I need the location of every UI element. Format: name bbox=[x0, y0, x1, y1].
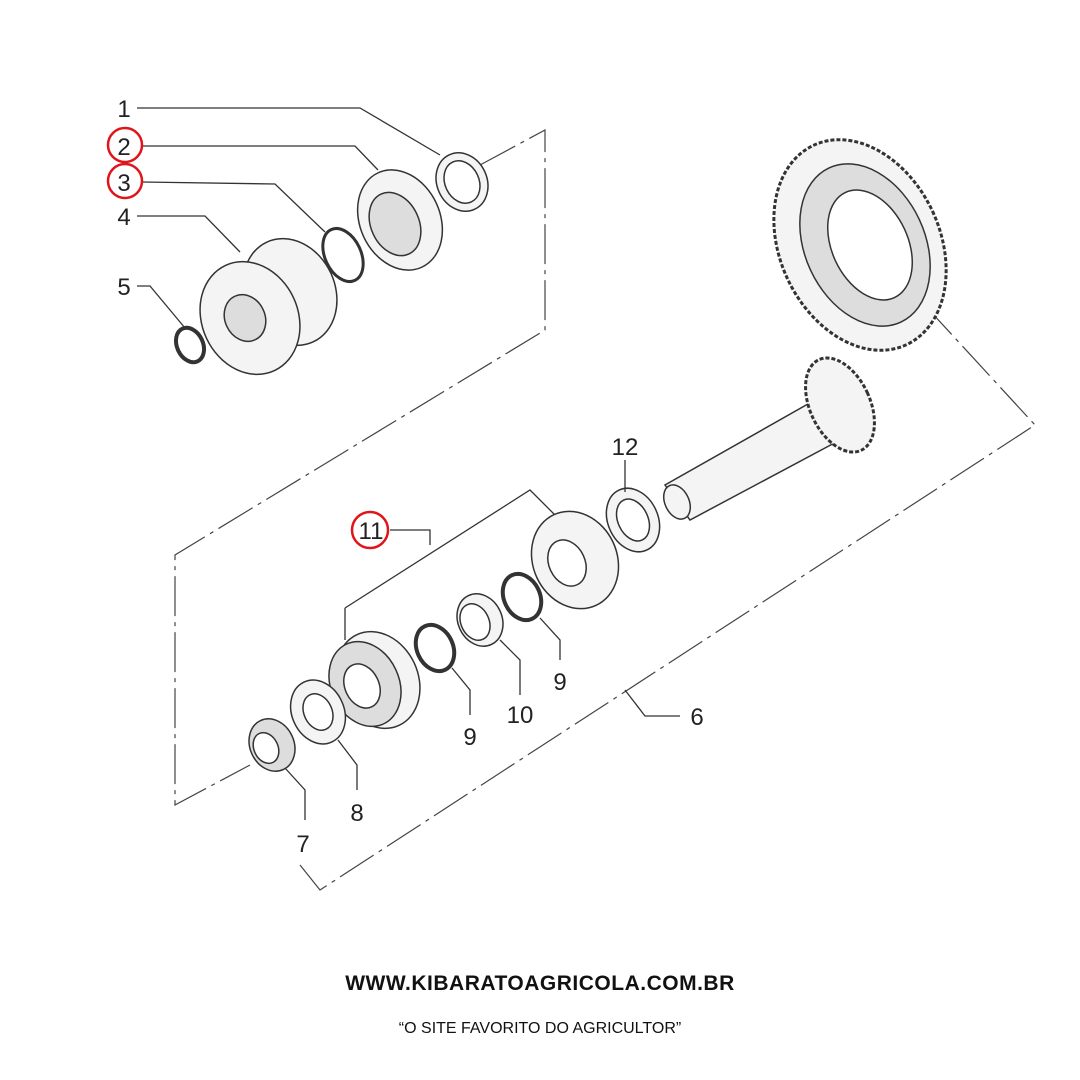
group-frame-lower bbox=[299, 299, 1036, 891]
group-frame-upper bbox=[174, 128, 546, 806]
label-1: 1 bbox=[117, 96, 130, 123]
leader-2 bbox=[142, 145, 379, 171]
leader-9-lower bbox=[451, 667, 471, 715]
highlight-circle-11 bbox=[350, 510, 390, 550]
slogan: “O SITE FAVORITO DO AGRICULTOR” bbox=[398, 1020, 682, 1037]
part-10-spacer bbox=[456, 593, 504, 647]
part-9-ring-upper bbox=[500, 571, 544, 623]
label-9-lower: 9 bbox=[463, 724, 476, 751]
leader-9-upper bbox=[539, 617, 561, 660]
part-6-pinion-shaft bbox=[662, 356, 876, 521]
exploded-parts-diagram: 1 2 3 4 5 6 7 8 9 9 10 11 12 bbox=[106, 96, 1036, 891]
highlight-circle-3 bbox=[106, 162, 144, 200]
leader-3 bbox=[141, 181, 326, 233]
leader-1 bbox=[137, 107, 441, 156]
label-2: 2 bbox=[117, 134, 130, 161]
bracket-11 bbox=[344, 489, 556, 609]
part-11-bearing-lower bbox=[328, 630, 421, 730]
part-2-seal bbox=[356, 169, 444, 271]
part-12-washer bbox=[605, 487, 661, 553]
leader-11 bbox=[390, 529, 431, 545]
website-url: WWW.KIBARATOAGRICOLA.COM.BR bbox=[345, 972, 735, 995]
label-4: 4 bbox=[117, 204, 130, 231]
highlight-circle-2 bbox=[106, 126, 144, 164]
part-3-o-ring bbox=[321, 227, 365, 283]
part-8-lock-washer bbox=[289, 679, 347, 745]
leader-6 bbox=[624, 689, 680, 717]
label-12: 12 bbox=[612, 434, 639, 461]
part-9-ring-lower bbox=[413, 622, 457, 674]
label-5: 5 bbox=[117, 274, 130, 301]
label-6: 6 bbox=[690, 704, 703, 731]
leader-4 bbox=[137, 215, 241, 253]
label-8: 8 bbox=[350, 800, 363, 827]
part-4-housing bbox=[199, 237, 338, 376]
part-1-washer bbox=[435, 152, 489, 212]
label-7: 7 bbox=[296, 831, 309, 858]
label-11: 11 bbox=[359, 518, 384, 545]
leader-8 bbox=[337, 739, 358, 790]
label-9-upper: 9 bbox=[553, 669, 566, 696]
part-7-nut bbox=[248, 718, 296, 772]
label-10: 10 bbox=[507, 702, 534, 729]
label-3: 3 bbox=[117, 170, 130, 197]
part-5-snap-ring bbox=[173, 325, 207, 365]
leader-10 bbox=[499, 639, 521, 695]
leader-7 bbox=[284, 767, 306, 820]
part-11-bearing-upper bbox=[530, 510, 620, 610]
part-6-crown-gear bbox=[772, 138, 948, 352]
leader-5 bbox=[137, 285, 186, 329]
